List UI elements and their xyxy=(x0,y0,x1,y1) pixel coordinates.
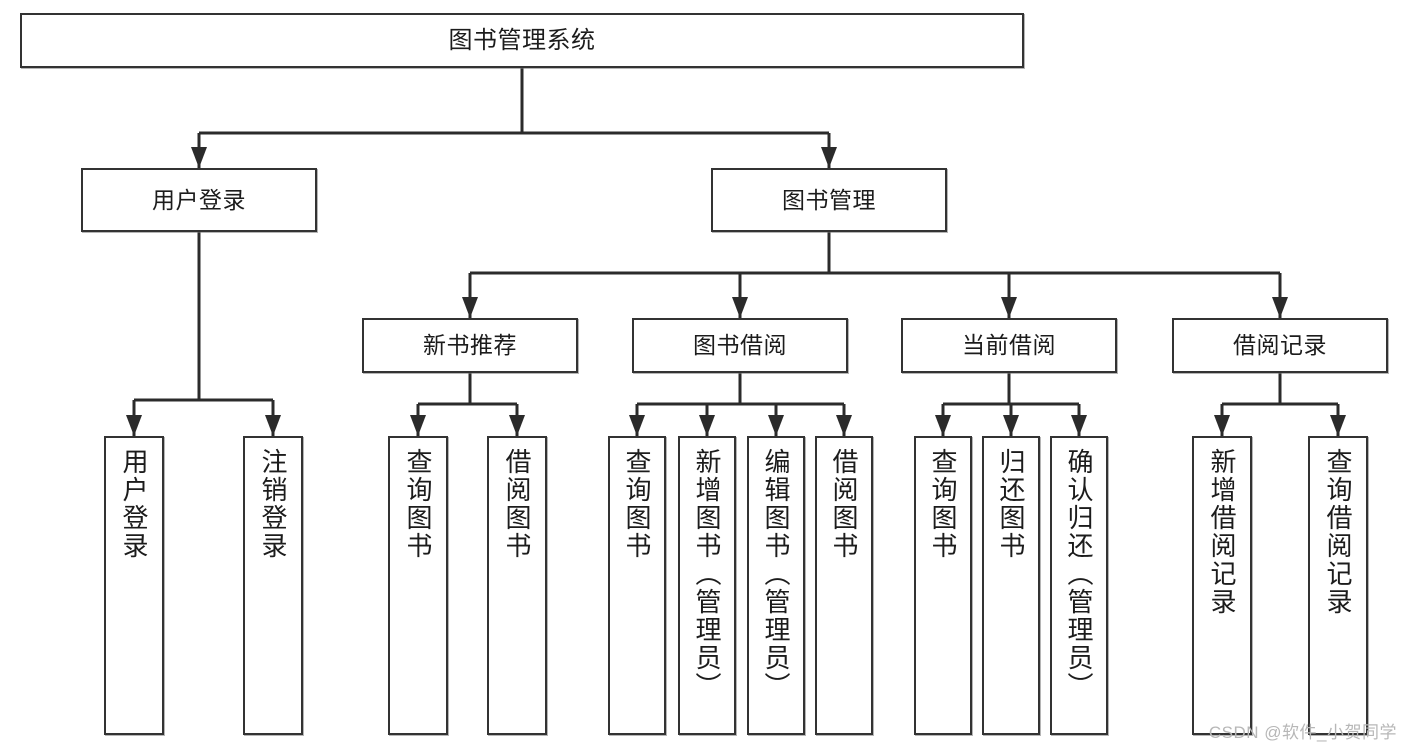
node-label: 新书推荐 xyxy=(423,332,517,359)
leaf-borrow-book[interactable]: 借阅图书 xyxy=(815,436,873,735)
node-label: 图书借阅 xyxy=(693,332,787,359)
node-user-login[interactable]: 用户登录 xyxy=(81,168,317,232)
node-label: 用户登录 xyxy=(152,186,246,213)
leaf-logout[interactable]: 注销登录 xyxy=(243,436,303,735)
node-label: 归还图书 xyxy=(996,448,1026,560)
leaf-add-book-admin[interactable]: 新增图书（管理员） xyxy=(678,436,736,735)
leaf-return-book[interactable]: 归还图书 xyxy=(982,436,1040,735)
leaf-confirm-return-admin[interactable]: 确认归还（管理员） xyxy=(1050,436,1108,735)
leaf-query-book-recommend[interactable]: 查询图书 xyxy=(388,436,448,735)
node-label: 借阅记录 xyxy=(1233,332,1327,359)
leaf-query-borrow-record[interactable]: 查询借阅记录 xyxy=(1308,436,1368,735)
leaf-add-borrow-record[interactable]: 新增借阅记录 xyxy=(1192,436,1252,735)
node-label: 查询图书 xyxy=(928,448,958,560)
node-label: 新增图书（管理员） xyxy=(692,448,722,700)
node-new-book-recommend[interactable]: 新书推荐 xyxy=(362,318,578,373)
node-label: 新增借阅记录 xyxy=(1207,448,1237,616)
node-borrow-record[interactable]: 借阅记录 xyxy=(1172,318,1388,373)
node-label: 查询图书 xyxy=(403,448,433,560)
node-root-system[interactable]: 图书管理系统 xyxy=(20,13,1024,68)
node-label: 借阅图书 xyxy=(502,448,532,560)
node-label: 图书管理系统 xyxy=(448,26,596,54)
leaf-query-book-borrow[interactable]: 查询图书 xyxy=(608,436,666,735)
node-book-management[interactable]: 图书管理 xyxy=(711,168,947,232)
leaf-edit-book-admin[interactable]: 编辑图书（管理员） xyxy=(747,436,805,735)
node-label: 编辑图书（管理员） xyxy=(761,448,791,700)
node-label: 注销登录 xyxy=(258,448,288,560)
node-label: 图书管理 xyxy=(782,186,876,213)
node-label: 查询借阅记录 xyxy=(1323,448,1353,616)
node-label: 查询图书 xyxy=(622,448,652,560)
node-label: 借阅图书 xyxy=(829,448,859,560)
node-current-borrow[interactable]: 当前借阅 xyxy=(901,318,1117,373)
node-book-borrow[interactable]: 图书借阅 xyxy=(632,318,848,373)
watermark: CSDN @软件_小贺同学 xyxy=(1208,723,1397,742)
leaf-borrow-book-recommend[interactable]: 借阅图书 xyxy=(487,436,547,735)
node-label: 用户登录 xyxy=(119,448,149,560)
node-label: 确认归还（管理员） xyxy=(1064,448,1094,700)
leaf-query-book-current[interactable]: 查询图书 xyxy=(914,436,972,735)
leaf-user-login[interactable]: 用户登录 xyxy=(104,436,164,735)
node-label: 当前借阅 xyxy=(962,332,1056,359)
